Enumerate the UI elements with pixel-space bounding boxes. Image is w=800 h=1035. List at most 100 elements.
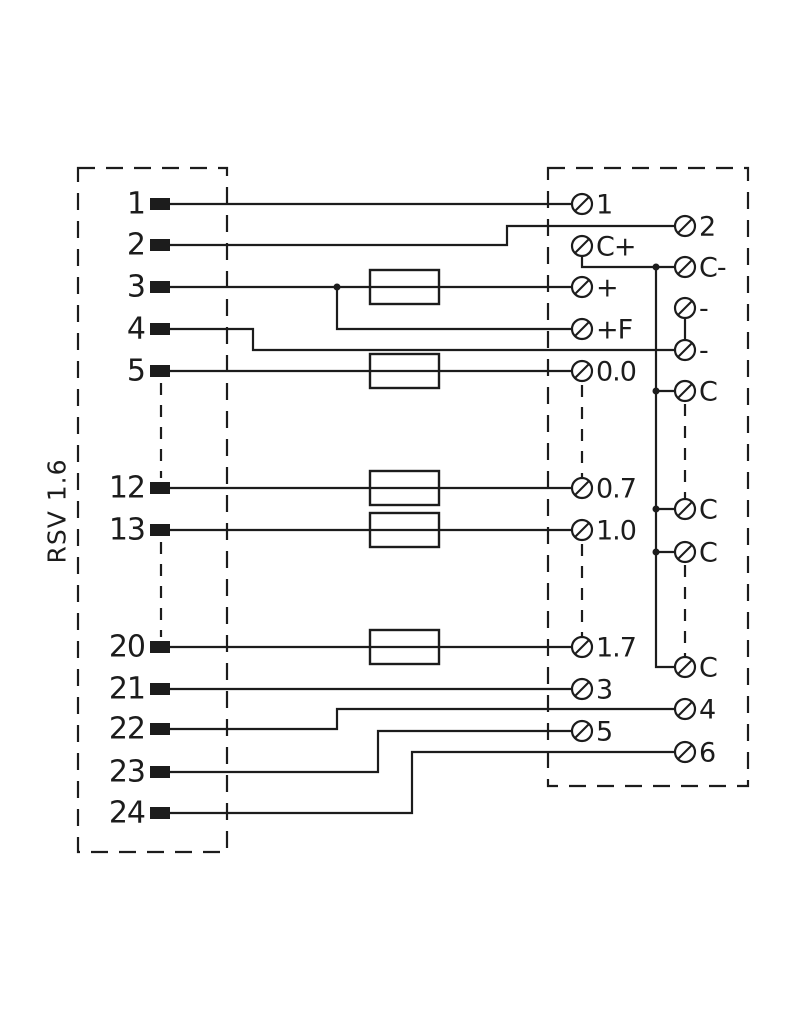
terminal-slash-icon [574,321,590,337]
junction-dot [652,263,660,271]
pin-contact-icon [150,281,170,293]
terminal-slash-icon [574,363,590,379]
junction-dot [652,548,660,556]
pin-20: 20 [109,630,170,665]
terminal-slash-icon [574,238,590,254]
terminal-slash-icon [677,342,693,358]
fuse-symbol [368,511,441,549]
terminal-1-0-12: 1.0 [570,516,637,547]
terminal-slash-icon [677,701,693,717]
terminal-label: 1.0 [596,516,636,547]
terminal-c-15: C [673,653,718,684]
pin-label: 12 [109,471,145,506]
terminal-minus-5: - [673,294,709,325]
pin-contact-icon [150,766,170,778]
left-connector-box [76,166,229,854]
pin-label: 23 [109,755,145,790]
pin-4: 4 [127,312,170,347]
junction-dot [652,387,660,395]
pin-contact-icon [150,524,170,536]
pin-label: 2 [127,228,145,263]
pin-contact-icon [150,323,170,335]
terminal-slash-icon [677,501,693,517]
terminal-slash-icon [677,659,693,675]
wire [170,750,675,815]
terminal-cplus-2: C+ [570,232,636,263]
wire [170,327,675,352]
terminal-0-0-8: 0.0 [570,357,637,388]
pin-label: 20 [109,630,145,665]
terminal-slash-icon [574,279,590,295]
wire [170,729,572,774]
terminal-label: - [699,294,708,325]
terminal-5-18: 5 [570,717,613,748]
wire [580,256,675,269]
pin-contact-icon [150,365,170,377]
terminal-1-7-14: 1.7 [570,633,637,664]
fuse-symbol [368,268,441,306]
terminal-label: 1 [596,190,612,221]
pin-contact-icon [150,482,170,494]
pin-label: 24 [109,796,145,831]
terminal-label: C- [699,253,726,284]
pin-contact-icon [150,239,170,251]
pin-1: 1 [127,187,170,222]
pin-label: 22 [109,712,145,747]
terminal-c-13: C [673,538,718,569]
terminal-plus-4: + [570,273,619,304]
wire [335,287,572,331]
terminal-label: C [699,653,717,684]
terminal-3-16: 3 [570,675,613,706]
junction-dot [652,505,660,513]
pin-label: 3 [127,270,145,305]
terminal-slash-icon [574,681,590,697]
terminal-label: +F [596,315,632,346]
terminal-slash-icon [574,522,590,538]
pin-3: 3 [127,270,170,305]
right-connector-box [546,166,750,788]
terminal-2-1: 2 [673,212,716,243]
terminal-label: 4 [699,695,715,726]
terminal-label: 0.0 [596,357,636,388]
pin-label: 4 [127,312,145,347]
pin-label: 21 [109,672,145,707]
terminal-slash-icon [677,544,693,560]
terminal-minus-7: - [673,336,709,367]
pin-5: 5 [127,354,170,389]
terminal-slash-icon [677,383,693,399]
terminal-slash-icon [574,639,590,655]
pin-label: 5 [127,354,145,389]
terminal-plusf-6: +F [570,315,633,346]
pin-label: 13 [109,513,145,548]
terminal-slash-icon [677,300,693,316]
junction-dot [333,283,341,291]
pin-22: 22 [109,712,170,747]
pin-contact-icon [150,683,170,695]
pin-contact-icon [150,807,170,819]
module-type-label: RSV 1.6 [42,458,72,564]
terminal-label: 6 [699,738,715,769]
pin-12: 12 [109,471,170,506]
terminal-label: 1.7 [596,633,636,664]
pin-contact-icon [150,641,170,653]
terminal-label: 0.7 [596,474,636,505]
terminal-label: 2 [699,212,715,243]
terminal-c-9: C [673,377,718,408]
fuse-symbol [368,352,441,390]
terminal-4-17: 4 [673,695,716,726]
terminal-label: + [596,273,618,304]
terminal-label: 3 [596,675,612,706]
terminal-slash-icon [574,480,590,496]
pin-2: 2 [127,228,170,263]
fuse-symbol [368,628,441,666]
terminal-label: C [699,538,717,569]
terminal-slash-icon [574,723,590,739]
pin-24: 24 [109,796,170,831]
pin-label: 1 [127,187,145,222]
terminal-6-19: 6 [673,738,716,769]
terminal-slash-icon [574,196,590,212]
terminal-label: C [699,377,717,408]
terminal-label: - [699,336,708,367]
